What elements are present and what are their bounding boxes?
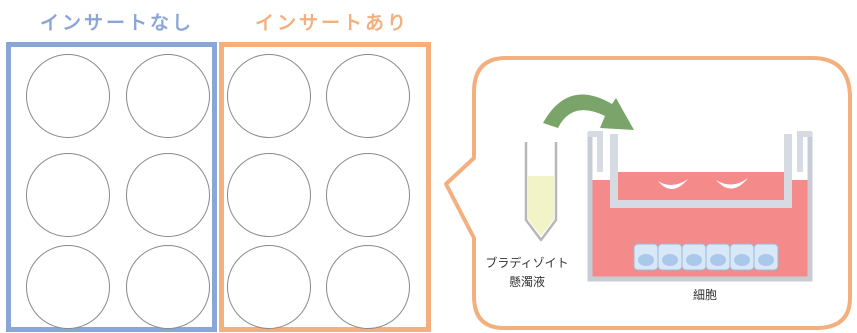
insert-cross-section-callout (444, 56, 852, 330)
with-insert-plate (219, 42, 431, 332)
insert-medium (614, 172, 788, 202)
suspension-label-line2: 懸濁液 (508, 275, 545, 289)
well (26, 245, 110, 329)
well (326, 54, 410, 138)
well (126, 54, 210, 138)
well (227, 153, 311, 237)
well (227, 54, 311, 138)
well (326, 245, 410, 329)
well (227, 245, 311, 329)
well (126, 153, 210, 237)
insert-wall (610, 134, 792, 208)
well (26, 54, 110, 138)
insert-rim (588, 131, 812, 172)
transfer-arrow-icon (543, 94, 634, 130)
cell-label: 細胞 (692, 288, 717, 302)
suspension-label-line1: ブラディゾイト (485, 256, 569, 270)
outer-well-wall (587, 132, 813, 282)
cell-layer (633, 243, 779, 271)
without-insert-plate (6, 42, 217, 332)
test-tube-icon (524, 142, 558, 242)
well (26, 153, 110, 237)
without-insert-title: インサートなし (40, 12, 195, 34)
well (326, 153, 410, 237)
bradyzoite-icon (716, 178, 748, 189)
bradyzoite-icon (658, 179, 688, 190)
well (126, 245, 210, 329)
suspension-label: ブラディゾイト 懸濁液 (478, 254, 576, 292)
with-insert-title: インサートあり (255, 12, 410, 34)
